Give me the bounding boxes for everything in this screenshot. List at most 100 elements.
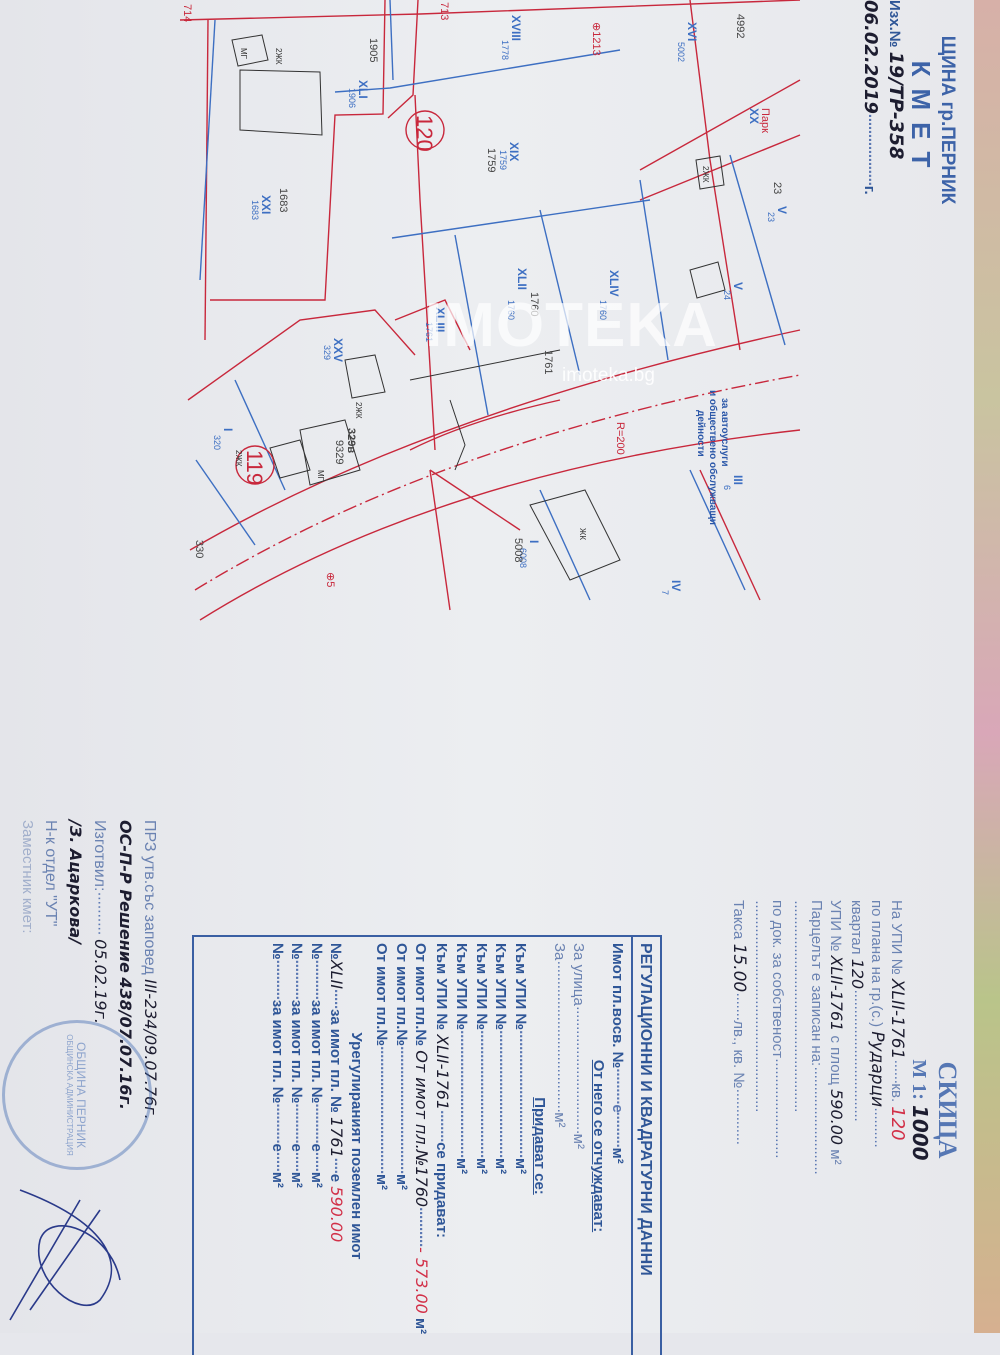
to-upi-label: Към УПИ № <box>492 943 510 1031</box>
building-code: МГ <box>239 48 248 60</box>
kv-value: 120 <box>887 1106 908 1141</box>
expropriated-heading: От него се отчуждават: <box>590 1059 607 1233</box>
sketch-title: СКИЦА <box>933 1061 962 1159</box>
watermark-url: imoteka.bg <box>562 365 655 386</box>
upi-value: XLII-1761 <box>887 978 907 1060</box>
regulated-parcel: 1761 <box>327 1117 347 1158</box>
prz-label: ПРЗ утв.със заповед <box>141 820 158 975</box>
parcel-number: 5008 <box>512 538 524 562</box>
regulated-no: XLII <box>327 959 347 990</box>
zone-description: за автоуслуги <box>719 398 730 466</box>
for-parcel-label: за имот пл. № <box>327 1009 345 1113</box>
upi-subscript: 5002 <box>676 42 686 62</box>
area-unit: м² <box>827 1149 845 1165</box>
for-parcel-label: за имот пл. № <box>308 999 325 1104</box>
survey-point: 714 <box>181 4 193 22</box>
upi-label: XLIV <box>607 270 621 297</box>
watermark-logo: IMOTEKA <box>425 291 718 360</box>
ownership-doc-label: по док. за собственост <box>769 900 786 1058</box>
building-code: 2ЖК <box>701 166 710 183</box>
park-label: Парк <box>759 108 771 133</box>
parcel-number: 1759 <box>485 148 497 172</box>
background-table <box>972 0 1000 1333</box>
no-label: № <box>269 943 286 960</box>
paper-sheet <box>0 0 974 1333</box>
upi-label: XX <box>747 108 761 124</box>
survey-point: ⊕5 <box>324 572 336 587</box>
upi-label: На УПИ № <box>888 900 905 975</box>
stamp-text: ОБЩИНА ПЕРНИК <box>74 1041 89 1148</box>
upi-subscript: 1761 <box>424 322 434 342</box>
upi-label: XVI <box>685 22 699 41</box>
added-suffix: се придават: <box>433 1142 450 1238</box>
to-upi-label: Към УПИ № <box>433 943 450 1031</box>
no-label: № <box>308 943 325 960</box>
upi-label: XLII <box>515 268 529 290</box>
street-label: За улица <box>570 943 588 1006</box>
parcel-number: 4992 <box>734 14 746 38</box>
block-number: 120 <box>412 115 437 152</box>
building-outlines <box>231 34 726 581</box>
upi-label: I <box>527 540 541 543</box>
parcel-number: 330 <box>193 540 205 558</box>
parcel-number: 1905 <box>367 38 379 62</box>
upi-label: XLIII <box>433 307 447 332</box>
no-label: № <box>288 943 306 960</box>
upi-subscript: 320 <box>212 435 222 450</box>
to-upi-label: Към УПИ № <box>473 943 490 1031</box>
upi-subscript: 7 <box>660 590 670 595</box>
upi2-label: УПИ № <box>827 900 845 952</box>
unit: м² <box>473 1157 490 1175</box>
place-value: Рударци <box>867 1031 888 1108</box>
parcel-number: 23 <box>771 182 783 194</box>
year-suffix: г. <box>861 185 879 195</box>
parcel-number: 1683 <box>277 188 289 212</box>
upi-label: XLI <box>356 80 370 99</box>
made-name: /З. Ацаркова/ <box>66 820 85 944</box>
upi-subscript: 1760 <box>506 300 516 320</box>
regulation-table: РЕГУЛАЦИОННИ И КВАДРАТУРНИ ДАННИ Имот пл… <box>192 935 662 1355</box>
scale-label: М 1: <box>908 1059 930 1100</box>
upi-subscript: 1778 <box>500 40 510 60</box>
area-value: 590.00 <box>827 1089 847 1146</box>
unit: м² <box>570 1133 588 1149</box>
unit: м² <box>453 1157 471 1175</box>
unit: м² <box>308 1171 325 1188</box>
upi-subscript: 6008 <box>518 548 528 568</box>
upi-label: XXI <box>259 195 273 214</box>
unit: м² <box>393 1173 410 1191</box>
scale-value: 1000 <box>908 1104 932 1161</box>
upi2-value: XLII-1761 <box>827 955 847 1032</box>
from-parcel-number: 1760 <box>412 1166 432 1208</box>
upi-subscript: 24 <box>722 290 732 300</box>
parcel-lines <box>195 0 786 601</box>
upi-label: III <box>731 475 745 485</box>
building-code: ЖК <box>578 528 587 540</box>
added-heading: Придават се: <box>531 1097 549 1195</box>
upi-subscript: 1759 <box>498 150 508 170</box>
municipal-stamp: ОБЩИНА ПЕРНИК ОБЩИНСКА АДМИНИСТРАЦИЯ <box>2 1020 152 1170</box>
upi-label: V <box>775 206 789 214</box>
from-parcel-label: От имот пл.№ <box>373 943 391 1047</box>
is-label: е <box>308 1143 325 1152</box>
to-upi-label: Към УПИ № <box>512 943 529 1031</box>
from-parcel-label: От имот пл.№ <box>393 943 410 1047</box>
regulation-lines <box>179 0 801 621</box>
road-axis <box>194 374 801 591</box>
area-label: с площ <box>827 1035 845 1085</box>
zone-description: дейности <box>695 410 706 457</box>
unit: м² <box>609 1147 627 1164</box>
unit: м² <box>288 1171 306 1188</box>
road-radius: R=200 <box>614 422 626 455</box>
regulation-title: РЕГУЛАЦИОННИ И КВАДРАТУРНИ ДАННИ <box>631 937 657 1355</box>
parcel-number: 329в <box>345 428 357 453</box>
is-label: е <box>269 1143 286 1152</box>
for-label: За <box>551 943 568 961</box>
upi-subscript: 1760 <box>598 300 608 320</box>
plan-row-label: Имот пл.восв. № <box>609 943 627 1069</box>
upi-subscript: 6 <box>722 485 732 490</box>
unit: м² <box>512 1157 529 1175</box>
quarter-label: квартал <box>848 900 865 955</box>
